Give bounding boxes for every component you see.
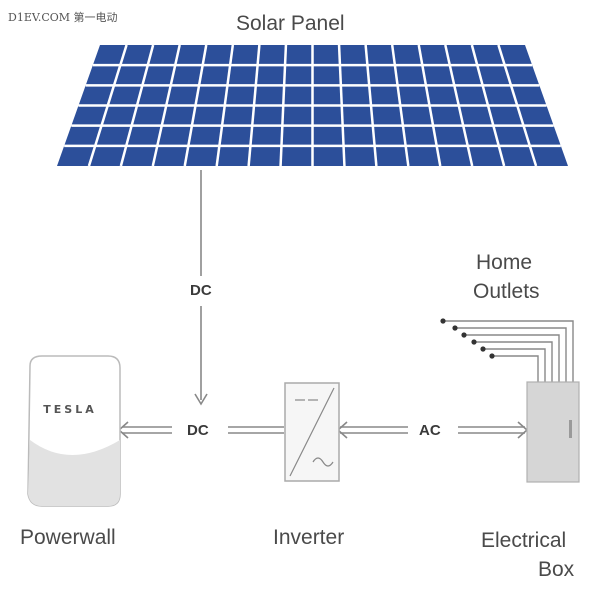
panel-column-divider [390, 44, 410, 167]
home-outlet-wires [443, 320, 574, 385]
solar-panel [57, 44, 568, 167]
panel-column-divider [247, 44, 261, 167]
panel-column-divider [417, 44, 442, 167]
panel-column-divider [279, 44, 288, 167]
powerwall-label: Powerwall [20, 526, 116, 549]
solar-panel-label: Solar Panel [236, 12, 345, 35]
panel-column-divider [364, 44, 378, 167]
outlet-dots [440, 318, 495, 359]
ac-label: AC [419, 422, 441, 439]
inverter-label: Inverter [273, 526, 345, 549]
panel-column-divider [87, 44, 128, 167]
inverter-powerwall-wire [117, 421, 284, 439]
electrical-box-unit [526, 381, 580, 483]
powerwall-unit: TESLA [27, 355, 121, 507]
box-inverter-wire [336, 421, 529, 439]
panel-column-divider [183, 44, 208, 167]
electrical-box-label-line2: Box [538, 558, 575, 581]
panel-column-divider [497, 44, 538, 167]
panel-column-divider [470, 44, 506, 167]
panel-column-divider [444, 44, 474, 167]
home-outlets-label-line1: Home [476, 251, 533, 274]
panel-dc-wire [194, 170, 208, 406]
tesla-logo: TESLA [43, 403, 96, 416]
panel-dc-label: DC [190, 282, 212, 299]
panel-column-divider [215, 44, 235, 167]
powerwall-dc-label: DC [187, 422, 209, 439]
electrical-box-label-line1: Electrical [481, 529, 567, 552]
panel-column-divider [151, 44, 181, 167]
home-outlets-label-line2: Outlets [473, 280, 540, 303]
watermark: D1EV.COM 第一电动 [8, 11, 118, 24]
inverter-unit [284, 382, 340, 482]
panel-column-divider [337, 44, 346, 167]
panel-column-divider [119, 44, 155, 167]
